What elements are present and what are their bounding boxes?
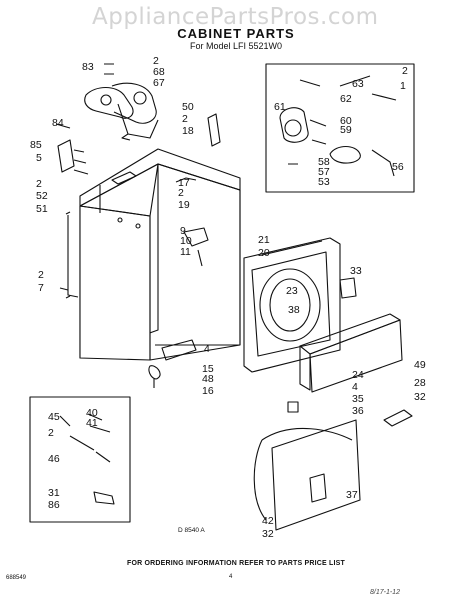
part-label: 2: [402, 65, 408, 77]
inset-box-right: [265, 63, 415, 193]
part-label: 67: [153, 77, 165, 89]
part-label: 51: [36, 203, 48, 215]
part-label: 2: [38, 269, 44, 281]
part-label: 1: [400, 80, 406, 92]
part-label: 61: [274, 101, 286, 113]
part-label: 84: [52, 117, 64, 129]
diagram-title: CABINET PARTS: [177, 26, 295, 41]
part-label: 2: [48, 427, 54, 439]
part-label: 23: [286, 285, 298, 297]
inset-left-parts: [59, 413, 115, 505]
part-label: 2: [178, 187, 184, 199]
front-panel-drawing: [243, 237, 357, 373]
page-mark: 4: [229, 574, 233, 580]
part-label: 60: [340, 115, 352, 127]
part-labels: 83 2 68 67 50 2 18 85 84 5 2 52 51 17 2 …: [30, 55, 426, 540]
part-label: 57: [318, 166, 330, 178]
part-label: 38: [288, 304, 300, 316]
part-label: 24: [352, 369, 364, 381]
part-label: 50: [182, 101, 194, 113]
part-label: 2: [36, 178, 42, 190]
part-label: 45: [48, 411, 60, 423]
part-label: 85: [30, 139, 42, 151]
diagram-code: D 8540 A: [178, 527, 205, 534]
part-label: 83: [82, 61, 94, 73]
inset-right-parts: [279, 75, 397, 177]
handwritten-note: 8/17-1-12: [370, 589, 400, 596]
part-label: 36: [352, 405, 364, 417]
part-label: 63: [352, 78, 364, 90]
part-label: 41: [86, 417, 98, 429]
part-label: 32: [414, 391, 426, 403]
part-label: 56: [392, 161, 404, 173]
part-label: 62: [340, 93, 352, 105]
part-label: 49: [414, 359, 426, 371]
part-label: 68: [153, 66, 165, 78]
watermark: AppliancePartsPros.com: [92, 4, 379, 30]
part-label: 11: [180, 246, 191, 258]
cabinet-drawing: [65, 148, 241, 361]
part-label: 19: [178, 199, 190, 211]
part-label: 7: [38, 282, 44, 294]
door-drawing: [253, 313, 413, 531]
part-label: 21: [258, 234, 270, 246]
part-label: 4: [352, 381, 358, 393]
part-label: 59: [340, 124, 352, 136]
part-label: 20: [258, 247, 270, 259]
part-label: 37: [346, 489, 358, 501]
part-label: 5: [36, 152, 42, 164]
part-label: 86: [48, 499, 60, 511]
bracket-drawings: [55, 63, 221, 388]
part-label: 40: [86, 407, 98, 419]
part-label: 4: [204, 343, 210, 355]
part-label: 53: [318, 176, 330, 188]
ordering-footer: FOR ORDERING INFORMATION REFER TO PARTS …: [126, 560, 346, 567]
inset-box-left: [29, 396, 131, 523]
part-label: 15: [202, 363, 214, 375]
part-label: 48: [202, 373, 214, 385]
document-code: 688549: [6, 575, 27, 581]
part-label: 42: [262, 515, 274, 527]
part-label: 46: [48, 453, 60, 465]
part-label: 28: [414, 377, 426, 389]
part-label: 17: [178, 177, 190, 189]
part-label: 2: [182, 113, 188, 125]
part-label: 10: [180, 235, 192, 247]
part-label: 32: [262, 528, 274, 540]
part-label: 58: [318, 156, 330, 168]
part-label: 16: [202, 385, 214, 397]
part-label: 35: [352, 393, 364, 405]
part-label: 52: [36, 190, 48, 202]
part-label: 9: [180, 225, 186, 237]
part-label: 18: [182, 125, 194, 137]
part-label: 31: [48, 487, 60, 499]
part-label: 2: [153, 55, 159, 67]
model-subtitle: For Model LFI 5521W0: [189, 41, 283, 51]
motor-assembly-drawing: [84, 82, 159, 141]
part-label: 33: [350, 265, 362, 277]
